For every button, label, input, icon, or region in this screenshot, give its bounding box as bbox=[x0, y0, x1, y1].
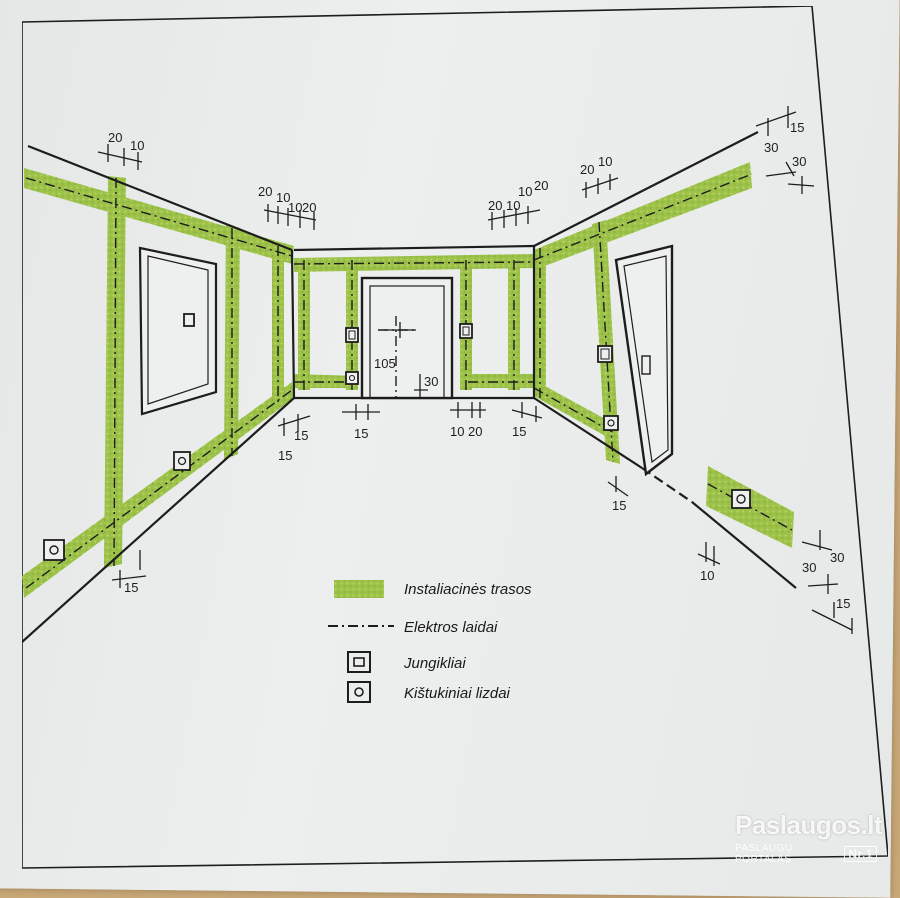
switch-icon bbox=[345, 327, 359, 343]
legend-label-jungikliai: Jungikliai bbox=[403, 655, 466, 672]
dim-label: 10 bbox=[288, 200, 302, 215]
dim-label: 20 bbox=[468, 424, 482, 439]
outlets bbox=[43, 371, 751, 561]
dim-label: 20 bbox=[534, 178, 548, 193]
dim-label: 20 bbox=[580, 162, 594, 177]
dim-label: 15 bbox=[790, 120, 804, 135]
outlet-icon bbox=[603, 415, 619, 431]
legend: Instaliacinės trasos Elektros laidai Jun… bbox=[328, 580, 532, 703]
room-lines bbox=[22, 131, 797, 643]
legend-label-trasos: Instaliacinės trasos bbox=[404, 581, 532, 598]
dim-label: 20 bbox=[302, 200, 316, 215]
dim-label: 30 bbox=[424, 374, 438, 389]
dim-label: 30 bbox=[802, 560, 816, 575]
dim-label: 10 bbox=[450, 424, 464, 439]
dimension-marks bbox=[97, 106, 853, 634]
dim-label: 15 bbox=[512, 424, 526, 439]
watermark-brand: Paslaugos.lt bbox=[735, 810, 883, 840]
dim-label: 30 bbox=[830, 550, 844, 565]
dim-label: 20 bbox=[488, 198, 502, 213]
dim-label: 20 bbox=[258, 184, 272, 199]
dim-label: 15 bbox=[612, 498, 626, 513]
switch-icon bbox=[347, 651, 371, 673]
dim-label: 20 bbox=[108, 130, 122, 145]
dim-label: 10 bbox=[518, 184, 532, 199]
diagram-border bbox=[22, 6, 888, 869]
diagram-frame: 20 10 20 10 10 20 20 10 10 20 20 10 15 3… bbox=[22, 6, 888, 878]
watermark-subtitle: PASLAUGŲ PORTALAS bbox=[735, 843, 793, 865]
outlet-icon bbox=[173, 451, 191, 471]
dim-label: 15 bbox=[354, 426, 368, 441]
wiring-diagram: 20 10 20 10 10 20 20 10 10 20 20 10 15 3… bbox=[22, 6, 888, 869]
dimension-labels: 20 10 20 10 10 20 20 10 10 20 20 10 15 3… bbox=[108, 120, 850, 611]
switch-icon bbox=[183, 313, 195, 327]
dim-label: 30 bbox=[764, 140, 778, 155]
door-right bbox=[614, 244, 674, 477]
outlet-icon bbox=[345, 371, 359, 385]
watermark: Paslaugos.lt PASLAUGŲ PORTALAS Nr.1 bbox=[735, 810, 883, 865]
watermark-subtitle-row: PASLAUGŲ PORTALAS Nr.1 bbox=[735, 843, 877, 865]
watermark-badge: Nr.1 bbox=[844, 846, 877, 862]
legend-label-lizdai: Kištukiniai lizdai bbox=[404, 685, 511, 702]
outlet-icon bbox=[731, 489, 751, 509]
outlet-icon bbox=[347, 681, 371, 703]
dim-label: 10 bbox=[506, 198, 520, 213]
switch-icon bbox=[459, 323, 473, 339]
dim-label: 10 bbox=[598, 154, 612, 169]
dim-label: 10 bbox=[276, 190, 290, 205]
dim-label: 10 bbox=[130, 138, 144, 153]
switch-icon bbox=[597, 345, 613, 363]
dim-label: 15 bbox=[294, 428, 308, 443]
legend-label-laidai: Elektros laidai bbox=[404, 619, 498, 636]
legend-swatch-trasos bbox=[334, 580, 384, 598]
window-left bbox=[138, 246, 218, 416]
dim-label: 30 bbox=[792, 154, 806, 169]
dim-label: 105 bbox=[374, 356, 396, 371]
dim-label: 15 bbox=[124, 580, 138, 595]
switches bbox=[183, 313, 613, 363]
door-back bbox=[360, 276, 454, 400]
dim-label: 15 bbox=[836, 596, 850, 611]
dim-label: 10 bbox=[700, 568, 714, 583]
outlet-icon bbox=[43, 539, 65, 561]
dim-label: 15 bbox=[278, 448, 292, 463]
electric-wires bbox=[25, 173, 793, 589]
